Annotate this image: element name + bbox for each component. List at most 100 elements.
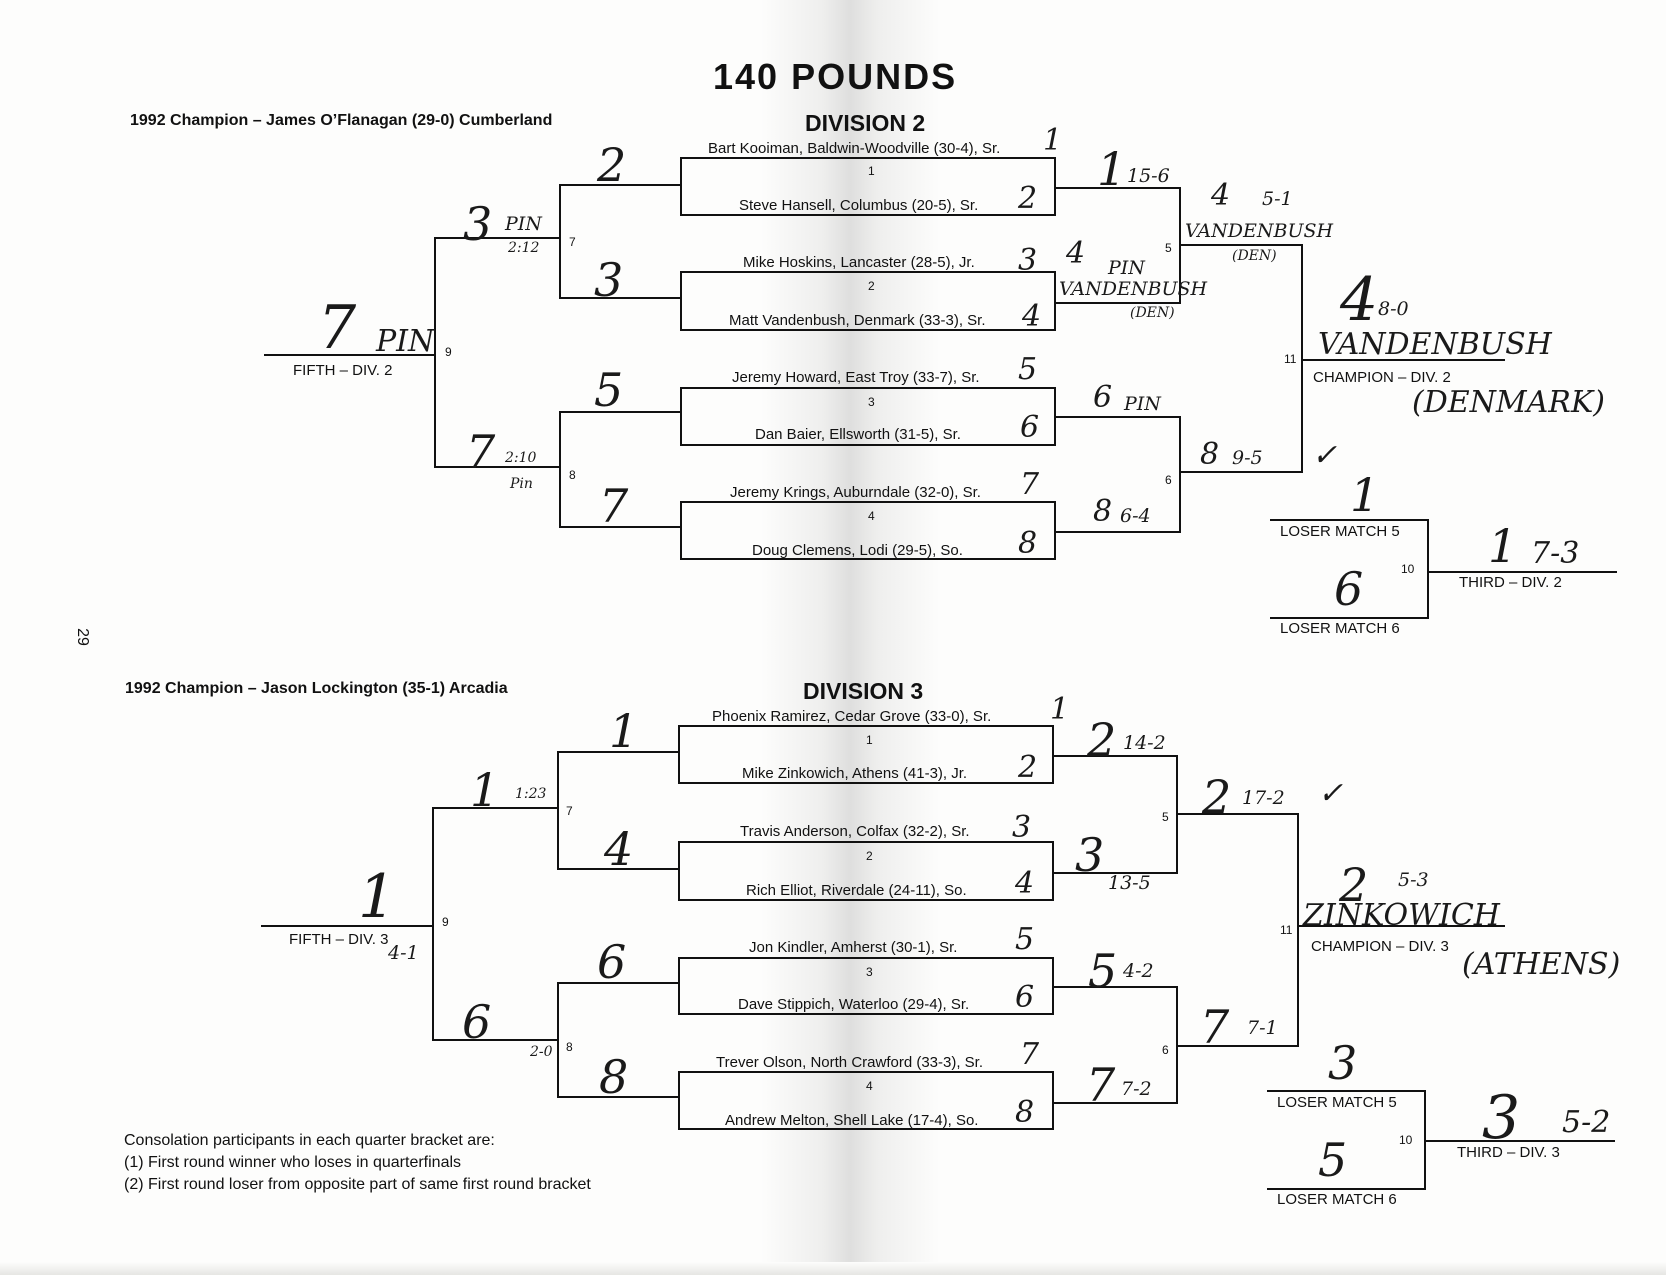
div2-hw-fifth: 7 (318, 293, 357, 363)
div2-match-num-7: 7 (569, 235, 576, 249)
div2-hw-qf-8b: 7 (599, 479, 629, 533)
div3-hw-seed-1: 1 (1050, 692, 1070, 727)
div3-wrestler-8: Andrew Melton, Shell Lake (17-4), So. (725, 1112, 979, 1129)
div2-hw-loser5: 1 (1350, 468, 1380, 522)
div3-cons7 (557, 751, 679, 870)
div2-match-num-10: 10 (1401, 562, 1415, 576)
div2-match4-box (680, 501, 1056, 560)
div3-hw-champ-score: 5-3 (1398, 869, 1429, 891)
div3-hw-sf-w3-score: 4-2 (1123, 960, 1154, 982)
div2-hw-cons-top: 3 (463, 197, 493, 251)
div3-match2-box (678, 841, 1054, 901)
div3-wrestler-5: Jon Kindler, Amherst (30-1), Sr. (749, 939, 958, 956)
div2-hw-seed-1: 1 (1043, 123, 1063, 158)
div3-wrestler-4: Rich Elliot, Riverdale (24-11), So. (746, 882, 967, 899)
div2-hw-loser6: 6 (1334, 562, 1364, 616)
div3-hw-seed-7: 7 (1020, 1037, 1040, 1072)
div2-title: DIVISION 2 (805, 110, 926, 136)
div3-wrestler-7: Trever Olson, North Crawford (33-3), Sr. (716, 1054, 984, 1071)
div3-hw-seed-6: 6 (1015, 980, 1035, 1015)
div3-hw-sf-w2: 3 (1075, 828, 1105, 882)
div3-hw-sf-w1: 2 (1087, 713, 1117, 767)
div3-match-num-3: 3 (866, 965, 873, 979)
div2-loser5-label: LOSER MATCH 5 (1280, 523, 1400, 540)
div3-wrestler-1: Phoenix Ramirez, Cedar Grove (33-0), Sr. (712, 708, 992, 725)
div3-hw-third-score: 5-2 (1562, 1105, 1611, 1140)
div2-match-num-8: 8 (569, 468, 576, 482)
div2-hw-third-score: 7-3 (1531, 536, 1580, 571)
page-edge (0, 1262, 1666, 1275)
div3-match-num-1: 1 (866, 733, 873, 747)
div2-hw-cons-bot-note: Pin (510, 476, 533, 492)
div2-match9 (434, 237, 560, 468)
div2-cons7 (559, 184, 681, 299)
div3-hw-sf-w1-score: 14-2 (1123, 732, 1166, 754)
div3-hw-sf-w2-score: 13-5 (1108, 872, 1151, 894)
consolation-note-line-1: Consolation participants in each quarter… (124, 1132, 495, 1149)
div2-wrestler-7: Jeremy Krings, Auburndale (32-0), Sr. (730, 484, 981, 501)
div3-match-num-4: 4 (866, 1079, 873, 1093)
div3-match-num-2: 2 (866, 849, 873, 863)
consolation-note-line-3: (2) First round loser from opposite part… (124, 1176, 591, 1193)
div2-hw-qf-7b: 3 (594, 253, 624, 307)
div2-hw-seed-6: 6 (1020, 410, 1040, 445)
div2-wrestler-2: Steve Hansell, Columbus (20-5), Sr. (739, 197, 979, 214)
div2-wrestler-1: Bart Kooiman, Baldwin-Woodville (30-4), … (708, 140, 1001, 157)
div2-hw-champ-seed: 4 (1340, 265, 1379, 335)
div2-prev-champion: 1992 Champion – James O’Flanagan (29-0) … (130, 112, 553, 129)
div3-hw-qf-7a: 1 (609, 704, 639, 758)
div2-hw-champ-team: (DENMARK) (1412, 385, 1605, 420)
page-title: 140 POUNDS (713, 56, 958, 97)
div2-match-num-1: 1 (868, 164, 875, 178)
div3-hw-f-w2: 7 (1200, 1000, 1230, 1054)
div3-hw-champ-name: ZINKOWICH (1303, 898, 1500, 933)
div3-hw-seed-3: 3 (1012, 810, 1032, 845)
div2-hw-seed-7: 7 (1020, 467, 1040, 502)
div2-hw-sf-w2-note: PIN (1108, 257, 1145, 279)
div3-hw-qf-7b: 4 (604, 822, 634, 876)
div3-champion-label: CHAMPION – DIV. 3 (1311, 938, 1449, 955)
div3-match9 (432, 807, 558, 1041)
div3-hw-third: 3 (1482, 1083, 1521, 1153)
div2-wrestler-4: Matt Vandenbush, Denmark (33-3), Sr. (729, 312, 986, 329)
div2-fifth-label: FIFTH – DIV. 2 (293, 362, 393, 379)
div3-hw-cons-bot-note: 2-0 (530, 1044, 553, 1060)
div2-third-label: THIRD – DIV. 2 (1459, 574, 1562, 591)
div3-hw-seed-8: 8 (1015, 1095, 1035, 1130)
div3-hw-loser5: 3 (1328, 1036, 1358, 1090)
div2-hw-cons-top-time: 2:12 (508, 240, 540, 256)
div2-wrestler-5: Jeremy Howard, East Troy (33-7), Sr. (732, 369, 980, 386)
div2-hw-cons-bot: 7 (466, 425, 496, 479)
div3-match-num-11: 11 (1280, 923, 1293, 937)
div3-match-num-5: 5 (1162, 810, 1169, 824)
div2-hw-seed-4: 4 (1022, 299, 1042, 334)
div2-match6 (1055, 416, 1181, 533)
div3-hw-f-w1-score: 17-2 (1242, 787, 1285, 809)
div3-hw-fifth: 1 (358, 862, 397, 932)
div2-match1-box (680, 157, 1056, 216)
div2-hw-sf-w4-score: 6-4 (1120, 505, 1151, 527)
div2-cons8 (559, 411, 681, 528)
div2-hw-f-w1-team: (DEN) (1232, 248, 1277, 264)
div2-hw-sf-w1-score: 15-6 (1127, 165, 1170, 187)
div2-hw-f-w1: 4 (1211, 178, 1231, 213)
div3-match1-box (678, 725, 1054, 784)
div2-hw-champ-score: 8-0 (1378, 298, 1409, 320)
div3-hw-loser6: 5 (1318, 1133, 1348, 1187)
div2-wrestler-3: Mike Hoskins, Lancaster (28-5), Jr. (743, 254, 975, 271)
div3-hw-fifth-note: 4-1 (388, 942, 419, 964)
div2-hw-seed-3: 3 (1018, 243, 1038, 278)
div2-match-num-4: 4 (868, 509, 875, 523)
div3-hw-qf-8a: 6 (597, 935, 627, 989)
div3-title: DIVISION 3 (803, 678, 924, 704)
div2-hw-cons-bot-time: 2:10 (505, 450, 537, 466)
div2-hw-sf-w2: 4 (1066, 236, 1086, 271)
div2-hw-f-w2-score: 9-5 (1232, 447, 1263, 469)
div2-loser6-label: LOSER MATCH 6 (1280, 620, 1400, 637)
div2-hw-seed-5: 5 (1018, 352, 1038, 387)
div2-hw-sf-w2-team: (DEN) (1130, 305, 1175, 321)
div2-hw-fifth-note: PIN (376, 324, 435, 359)
div3-hw-qf-8b: 8 (599, 1050, 629, 1104)
div2-hw-sf-w3: 6 (1093, 380, 1113, 415)
div3-hw-seed-4: 4 (1015, 866, 1035, 901)
